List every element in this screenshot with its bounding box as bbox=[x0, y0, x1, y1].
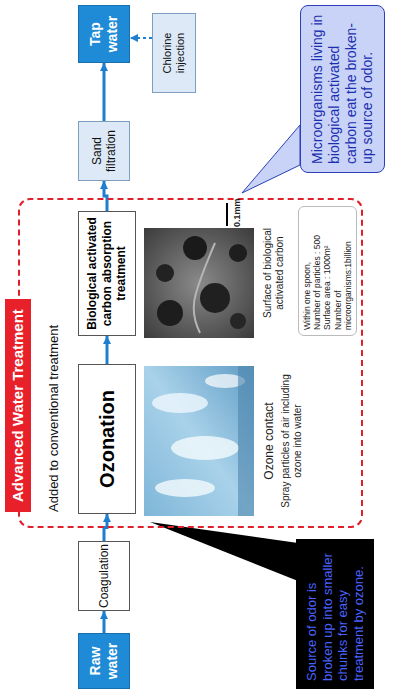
flow-arrow bbox=[104, 181, 107, 211]
info-line: Number of particles : 500 bbox=[312, 212, 322, 330]
flow-arrow bbox=[103, 63, 106, 121]
info-line: Surface area : 1000m² bbox=[322, 212, 332, 330]
process-box: Chlorine injection bbox=[152, 13, 196, 93]
callout-box: Microorganisms living in biological acti… bbox=[300, 5, 385, 173]
pore bbox=[229, 244, 247, 262]
pore bbox=[183, 236, 207, 260]
photo-frame bbox=[144, 366, 254, 516]
process-box: Biological activated carbon absorption t… bbox=[78, 211, 136, 336]
pore-wall bbox=[194, 243, 215, 333]
node-text: Coagulation bbox=[97, 544, 111, 608]
node-text: Microorganisms living in biological acti… bbox=[309, 14, 376, 164]
node-text: Source of odor is broken up into smaller… bbox=[304, 547, 366, 681]
process-box: Coagulation bbox=[78, 541, 130, 611]
pore bbox=[230, 313, 246, 329]
node-text: Sand filtration bbox=[90, 126, 119, 176]
node-text: Biological activated carbon absorption t… bbox=[85, 216, 128, 331]
bubble-plume bbox=[155, 479, 215, 497]
callout-pointer bbox=[150, 522, 298, 581]
carbon-photo bbox=[144, 228, 254, 338]
tank-floor bbox=[238, 366, 254, 516]
scale-label: 0.1mm bbox=[232, 198, 243, 227]
info-line: Number of microorganisms:1billion bbox=[333, 212, 353, 330]
pore bbox=[156, 264, 174, 282]
photo-caption: Ozone contact bbox=[262, 366, 276, 516]
photo-frame bbox=[144, 228, 254, 338]
source-box: Raw water bbox=[78, 633, 130, 689]
title-banner: Advanced Water Treatment bbox=[5, 299, 31, 512]
output-box: Tap water bbox=[78, 5, 130, 63]
node-text: Advanced Water Treatment bbox=[9, 309, 27, 502]
bubble-plume bbox=[171, 436, 239, 460]
photo-caption: Spray particles of air including ozone i… bbox=[280, 366, 304, 516]
node-text: Chlorine injection bbox=[161, 18, 187, 88]
node-text: Ozonation bbox=[95, 390, 119, 488]
ozone-photo bbox=[144, 366, 254, 516]
dotted-arrow bbox=[130, 37, 152, 39]
info-box: Within one spoon,Number of particles : 5… bbox=[298, 206, 357, 336]
info-line: Within one spoon, bbox=[302, 212, 312, 330]
node-text: Tap water bbox=[87, 10, 121, 58]
pore bbox=[157, 300, 183, 326]
process-box: Sand filtration bbox=[78, 121, 130, 181]
bubble-plume bbox=[152, 393, 208, 413]
pore bbox=[200, 283, 230, 313]
advanced-treatment-region: Added to conventional treatmentAdvanced … bbox=[18, 198, 363, 528]
node-text: Raw water bbox=[87, 638, 121, 684]
region-subtitle: Added to conventional treatment bbox=[46, 200, 62, 512]
scale-bar bbox=[226, 203, 228, 226]
flow-arrow bbox=[103, 611, 106, 633]
callout-box: Source of odor is broken up into smaller… bbox=[296, 539, 374, 689]
flow-arrow bbox=[106, 336, 109, 364]
process-box: Ozonation bbox=[78, 364, 136, 514]
callout-pointer bbox=[242, 125, 300, 193]
photo-caption: Surface of biological activated carbon bbox=[262, 208, 286, 338]
